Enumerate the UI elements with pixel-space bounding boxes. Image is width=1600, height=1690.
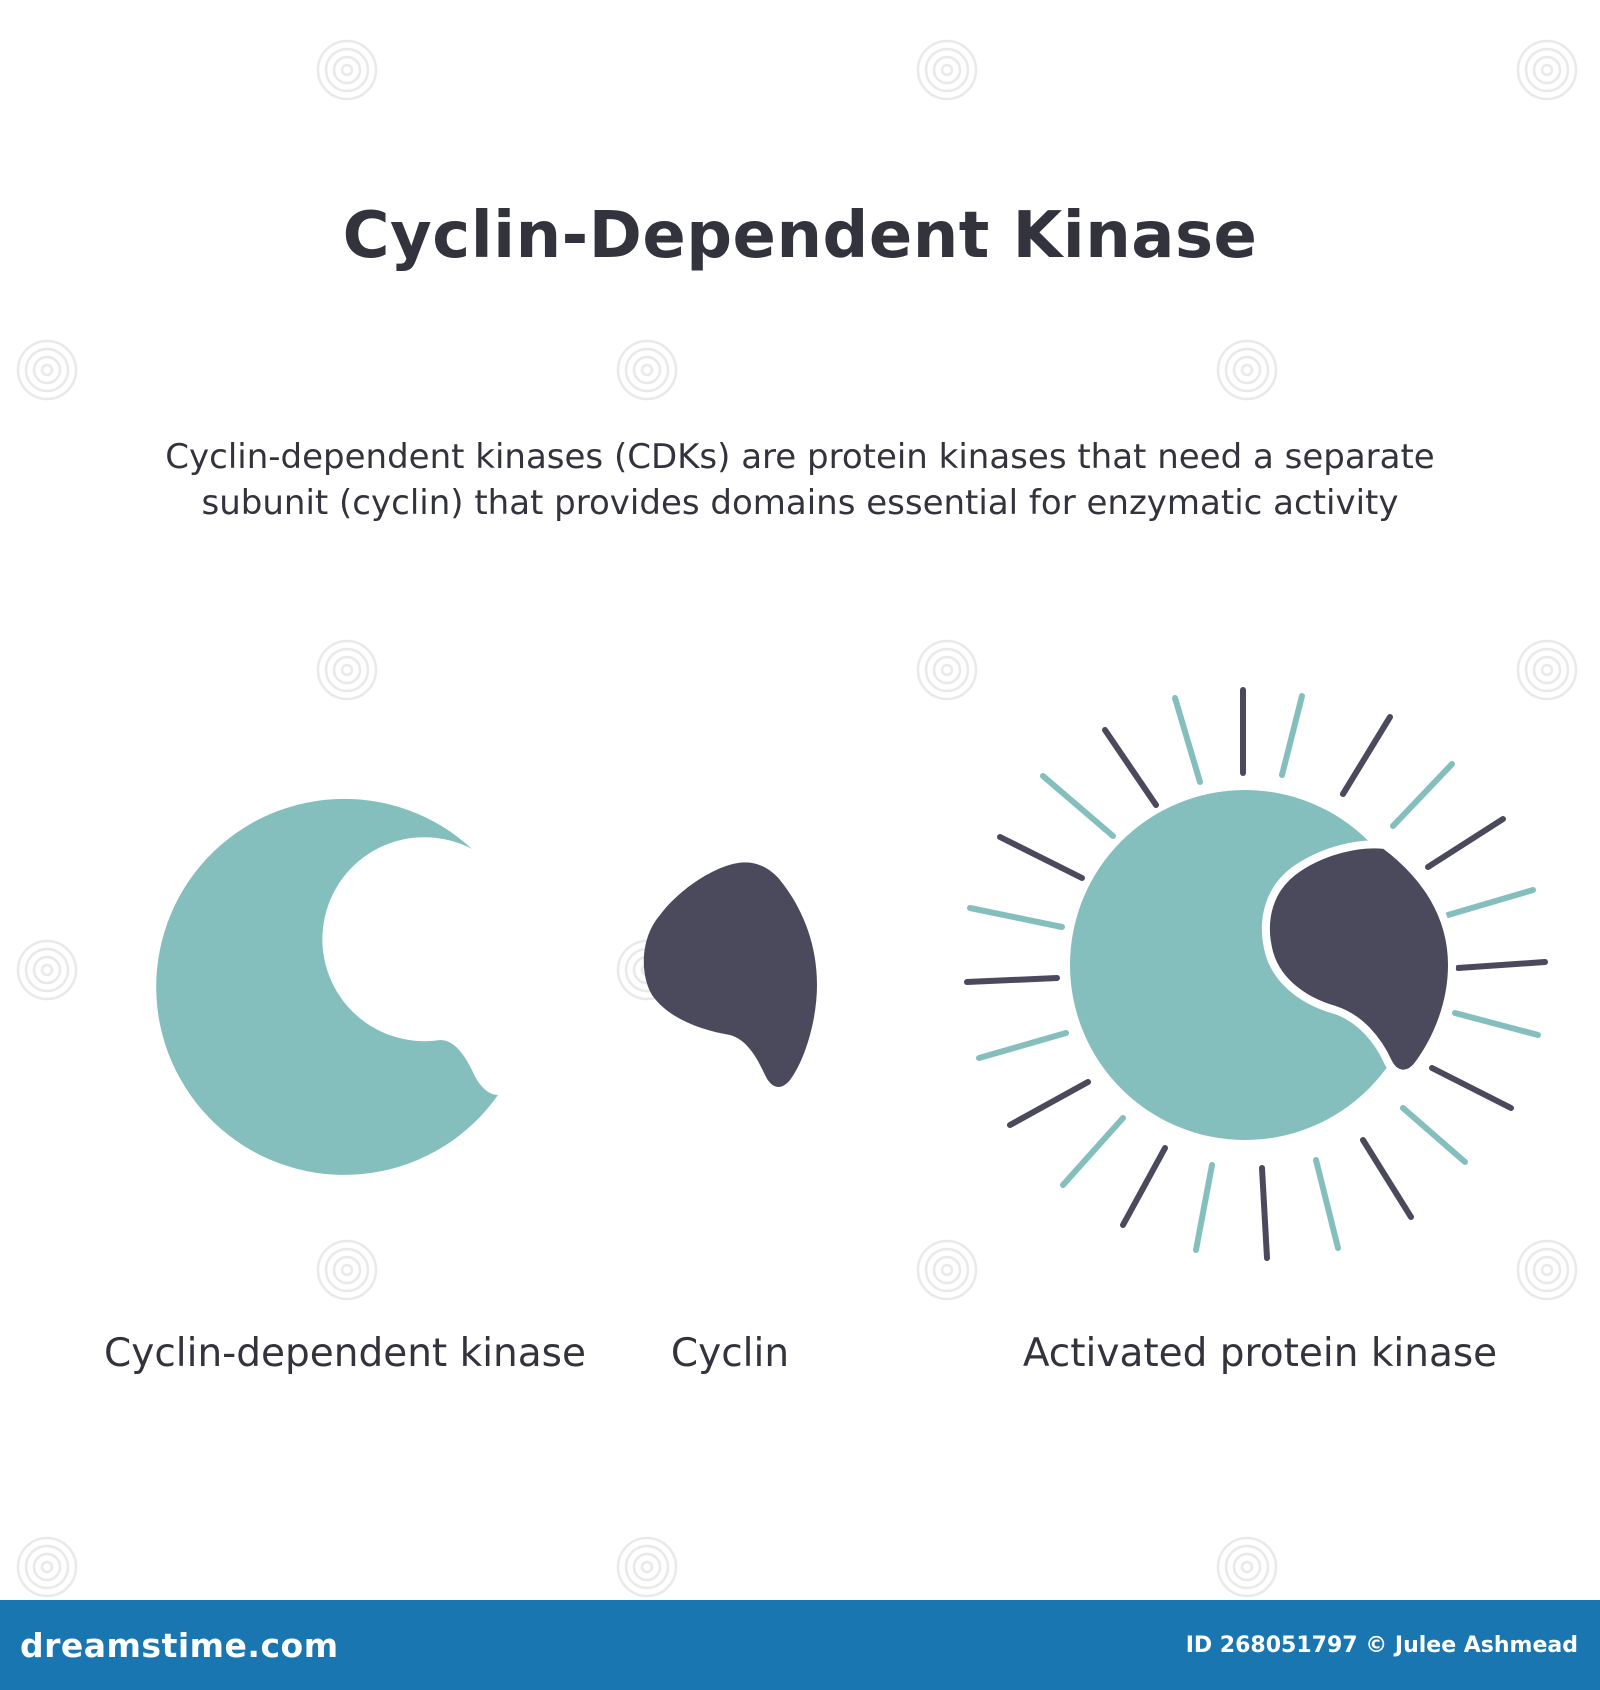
footer-credit: ID 268051797 © Julee Ashmead [1185, 1632, 1578, 1658]
cdk-shape [156, 798, 498, 1175]
ray [1102, 727, 1159, 808]
label-activated-protein-kinase: Activated protein kinase [1022, 1331, 1498, 1376]
description: Cyclin-dependent kinases (CDKs) are prot… [80, 434, 1520, 526]
ray [1007, 1079, 1091, 1128]
ray [1429, 1065, 1514, 1111]
ray [1340, 714, 1393, 797]
ray [1400, 1105, 1468, 1165]
ray [1040, 773, 1116, 839]
ray [1279, 693, 1305, 778]
footer-brand[interactable]: dreamstime.com [20, 1625, 339, 1665]
page-title: Cyclin-Dependent Kinase [342, 199, 1258, 273]
ray [1360, 1137, 1414, 1220]
ray [1445, 887, 1536, 918]
ray [1455, 959, 1548, 971]
ray [1259, 1165, 1270, 1261]
description-line-1: Cyclin-dependent kinases (CDKs) are prot… [165, 437, 1435, 477]
label-cyclin: Cyclin [670, 1331, 790, 1376]
ray [967, 905, 1065, 930]
ray [1425, 816, 1506, 870]
description-line-2: subunit (cyclin) that provides domains e… [201, 483, 1399, 523]
footer-bar: dreamstime.com ID 268051797 © Julee Ashm… [0, 1600, 1600, 1690]
ray [1060, 1115, 1126, 1188]
ray [997, 834, 1085, 881]
bound-cyclin-shape [1261, 840, 1456, 1078]
ray [1313, 1157, 1341, 1251]
ray [1193, 1162, 1215, 1253]
ray [1120, 1145, 1168, 1228]
ray [976, 1030, 1069, 1061]
label-cyclin-dependent-kinase: Cyclin-dependent kinase [104, 1331, 586, 1376]
cyclin-shape [643, 862, 817, 1087]
ray [1390, 761, 1455, 829]
ray [1172, 695, 1203, 785]
ray [1452, 1010, 1541, 1038]
ray [964, 975, 1060, 985]
activation-rays [964, 687, 1548, 1261]
